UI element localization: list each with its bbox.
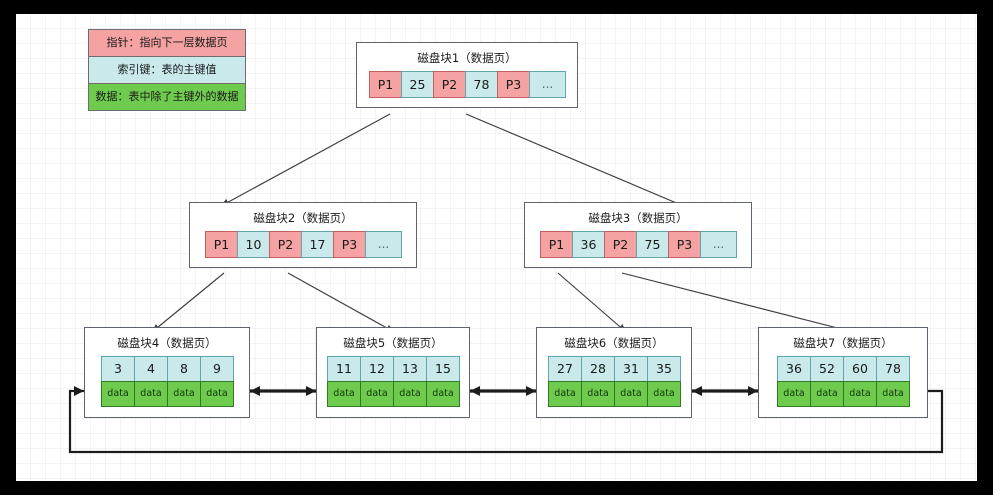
edge-internal2-to-leaves — [151, 272, 395, 333]
leaf-cells: 3 4 8 9 data data data data — [85, 356, 249, 417]
leaf-key: 31 — [614, 356, 648, 382]
cell-pointer-p1[interactable]: P1 — [205, 231, 238, 258]
leaf-data: data — [614, 381, 648, 407]
legend: 指针：指向下一层数据页 索引键：表的主键值 数据：表中除了主键外的数据 — [88, 29, 246, 111]
node-cells: P1 25 P2 78 P3 ... — [357, 71, 577, 107]
leaf-cells: 27 28 31 35 data data data data — [537, 356, 691, 417]
leaf-data: data — [876, 381, 910, 407]
cell-pointer-p3[interactable]: P3 — [333, 231, 366, 258]
leaf-key: 78 — [876, 356, 910, 382]
cell-pointer-p1[interactable]: P1 — [540, 231, 573, 258]
cell-key-1: 10 — [237, 231, 270, 258]
leaf-data: data — [426, 381, 460, 407]
node-disk-block-6[interactable]: 磁盘块6（数据页） 27 28 31 35 data data data dat… — [536, 327, 692, 418]
leaf-data-row: data data data data — [327, 381, 460, 407]
leaf-key-row: 27 28 31 35 — [548, 356, 681, 382]
cell-key-2: 78 — [465, 71, 498, 98]
node-title: 磁盘块2（数据页） — [253, 211, 353, 225]
cell-key-2: 17 — [301, 231, 334, 258]
cell-pointer-p2[interactable]: P2 — [604, 231, 637, 258]
node-disk-block-3[interactable]: 磁盘块3（数据页） P1 36 P2 75 P3 ... — [524, 202, 752, 268]
edge-root-to-internal — [220, 113, 694, 211]
cell-key-1: 25 — [401, 71, 434, 98]
node-disk-block-5[interactable]: 磁盘块5（数据页） 11 12 13 15 data data data dat… — [316, 327, 470, 418]
node-title: 磁盘块5（数据页） — [343, 336, 443, 350]
node-title: 磁盘块1（数据页） — [417, 51, 517, 65]
node-title: 磁盘块7（数据页） — [793, 336, 893, 350]
leaf-data: data — [548, 381, 582, 407]
cell-ellipsis: ... — [529, 71, 566, 98]
cell-ellipsis: ... — [365, 231, 402, 258]
leaf-key: 36 — [777, 356, 811, 382]
cell-pointer-p2[interactable]: P2 — [269, 231, 302, 258]
leaf-key: 27 — [548, 356, 582, 382]
node-title: 磁盘块6（数据页） — [564, 336, 664, 350]
cell-ellipsis: ... — [700, 231, 737, 258]
leaf-cells: 36 52 60 78 data data data data — [759, 356, 927, 417]
edge-internal3-to-leaves — [557, 272, 862, 336]
diagram-canvas: 指针：指向下一层数据页 索引键：表的主键值 数据：表中除了主键外的数据 磁盘块1… — [16, 14, 977, 481]
legend-row-pointer: 指针：指向下一层数据页 — [89, 30, 245, 57]
leaf-data: data — [810, 381, 844, 407]
legend-row-index-key: 索引键：表的主键值 — [89, 57, 245, 84]
leaf-key-row: 11 12 13 15 — [327, 356, 460, 382]
node-disk-block-7[interactable]: 磁盘块7（数据页） 36 52 60 78 data data data dat… — [758, 327, 928, 418]
node-disk-block-2[interactable]: 磁盘块2（数据页） P1 10 P2 17 P3 ... — [189, 202, 417, 268]
leaf-data-row: data data data data — [548, 381, 681, 407]
node-cells: P1 10 P2 17 P3 ... — [190, 231, 416, 267]
node-disk-block-1[interactable]: 磁盘块1（数据页） P1 25 P2 78 P3 ... — [356, 42, 578, 108]
leaf-data: data — [167, 381, 201, 407]
leaf-key: 52 — [810, 356, 844, 382]
leaf-key: 35 — [647, 356, 681, 382]
leaf-key: 15 — [426, 356, 460, 382]
leaf-key-row: 36 52 60 78 — [777, 356, 910, 382]
cell-pointer-p1[interactable]: P1 — [369, 71, 402, 98]
leaf-data: data — [360, 381, 394, 407]
leaf-key: 9 — [200, 356, 234, 382]
leaf-key: 28 — [581, 356, 615, 382]
leaf-key: 60 — [843, 356, 877, 382]
leaf-data: data — [843, 381, 877, 407]
cell-key-1: 36 — [572, 231, 605, 258]
leaf-cells: 11 12 13 15 data data data data — [317, 356, 469, 417]
leaf-data: data — [101, 381, 135, 407]
node-cells: P1 36 P2 75 P3 ... — [525, 231, 751, 267]
node-disk-block-4[interactable]: 磁盘块4（数据页） 3 4 8 9 data data data data — [84, 327, 250, 418]
leaf-key: 13 — [393, 356, 427, 382]
leaf-data: data — [200, 381, 234, 407]
leaf-data-row: data data data data — [777, 381, 910, 407]
leaf-key: 3 — [101, 356, 135, 382]
leaf-data: data — [777, 381, 811, 407]
leaf-data-row: data data data data — [101, 381, 234, 407]
leaf-key: 4 — [134, 356, 168, 382]
cell-pointer-p3[interactable]: P3 — [497, 71, 530, 98]
node-title: 磁盘块3（数据页） — [588, 211, 688, 225]
leaf-key: 12 — [360, 356, 394, 382]
leaf-key: 8 — [167, 356, 201, 382]
leaf-data: data — [647, 381, 681, 407]
legend-row-data: 数据：表中除了主键外的数据 — [89, 84, 245, 110]
cell-pointer-p2[interactable]: P2 — [433, 71, 466, 98]
cell-key-2: 75 — [636, 231, 669, 258]
leaf-key: 11 — [327, 356, 361, 382]
node-title: 磁盘块4（数据页） — [117, 336, 217, 350]
leaf-data: data — [581, 381, 615, 407]
cell-pointer-p3[interactable]: P3 — [668, 231, 701, 258]
leaf-data: data — [393, 381, 427, 407]
leaf-data: data — [134, 381, 168, 407]
leaf-data: data — [327, 381, 361, 407]
leaf-key-row: 3 4 8 9 — [101, 356, 234, 382]
